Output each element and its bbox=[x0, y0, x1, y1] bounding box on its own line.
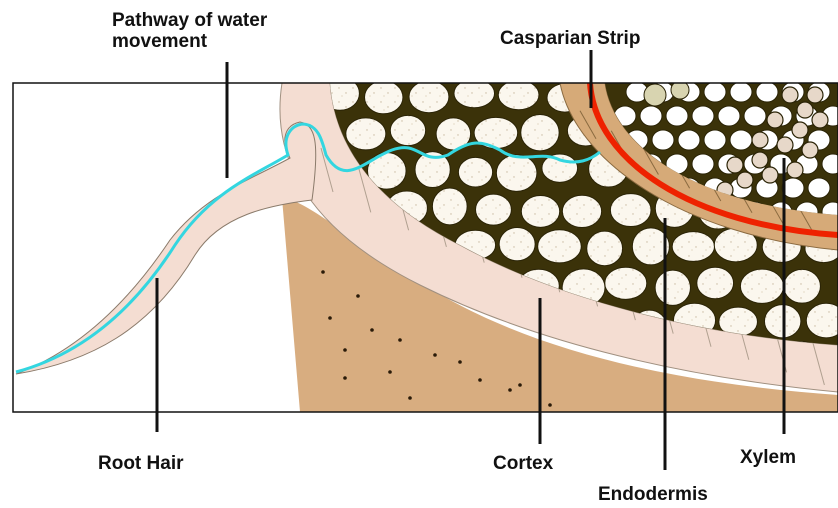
stele-cell bbox=[692, 106, 714, 126]
soil-particle bbox=[398, 338, 402, 342]
cortex-cell bbox=[587, 231, 623, 266]
xylem-vessel bbox=[737, 172, 753, 188]
xylem-vessel bbox=[782, 87, 798, 103]
cortex-cell bbox=[521, 196, 559, 228]
cortex-cell bbox=[496, 155, 537, 192]
soil-particle bbox=[548, 403, 552, 407]
soil-particle bbox=[321, 270, 325, 274]
xylem-vessel bbox=[812, 112, 828, 128]
soil-particle bbox=[408, 396, 412, 400]
soil-particle bbox=[458, 360, 462, 364]
cortex-cell bbox=[740, 269, 783, 303]
stele-cell bbox=[730, 130, 752, 150]
soil-particle bbox=[508, 388, 512, 392]
cortex-cell bbox=[476, 194, 512, 225]
cortex-cell bbox=[784, 269, 821, 303]
xylem-vessel bbox=[797, 102, 813, 118]
soil-particle bbox=[328, 316, 332, 320]
xylem-vessel bbox=[792, 122, 808, 138]
soil-particle bbox=[518, 383, 522, 387]
stele-cell bbox=[718, 106, 740, 126]
cortex-cell bbox=[538, 230, 582, 263]
xylem-vessel bbox=[807, 87, 823, 103]
xylem-vessel bbox=[762, 167, 778, 183]
cortex-cell bbox=[605, 267, 647, 299]
cortex-cell bbox=[432, 188, 467, 225]
cortex-cell bbox=[458, 157, 492, 187]
stele-cell bbox=[704, 82, 726, 102]
stele-cell bbox=[756, 82, 778, 102]
pathway-label-line2: movement bbox=[112, 31, 267, 52]
soil-particle bbox=[370, 328, 374, 332]
stele-cell bbox=[692, 154, 714, 174]
cortex-cell bbox=[499, 227, 535, 260]
xylem-vessel bbox=[787, 162, 803, 178]
xylem-vessel bbox=[727, 157, 743, 173]
pathway-label: Pathway of water movement bbox=[112, 10, 267, 52]
stele-cell bbox=[730, 82, 752, 102]
stele-cell bbox=[808, 178, 830, 198]
cortex-cell bbox=[672, 232, 714, 262]
cortex-cell bbox=[542, 154, 578, 182]
cortex-cell bbox=[655, 270, 690, 305]
casparian-strip-label: Casparian Strip bbox=[500, 28, 640, 49]
endodermis-label: Endodermis bbox=[598, 484, 708, 505]
soil-particle bbox=[433, 353, 437, 357]
cortex-cell bbox=[498, 80, 539, 110]
cortex-cell bbox=[697, 267, 734, 299]
xylem-vessel bbox=[777, 137, 793, 153]
stele-cell bbox=[704, 130, 726, 150]
root-hair-label: Root Hair bbox=[98, 453, 184, 474]
stele-cell bbox=[678, 130, 700, 150]
cortex-cell bbox=[346, 118, 386, 150]
stele-cell bbox=[744, 106, 766, 126]
stele-cell bbox=[666, 106, 688, 126]
xylem-label: Xylem bbox=[740, 447, 796, 468]
cortex-cell bbox=[562, 195, 601, 227]
soil-particle bbox=[388, 370, 392, 374]
xylem-vessel bbox=[752, 152, 768, 168]
cortex-cell bbox=[365, 81, 403, 114]
xylem-vessel bbox=[767, 112, 783, 128]
cortex-label: Cortex bbox=[493, 453, 553, 474]
cortex-cell bbox=[610, 194, 651, 227]
xylem-vessel bbox=[752, 132, 768, 148]
soil-particle bbox=[343, 376, 347, 380]
stele-cell bbox=[652, 130, 674, 150]
soil-particle bbox=[343, 348, 347, 352]
xylem-vessel bbox=[802, 142, 818, 158]
soil-particle bbox=[478, 378, 482, 382]
cortex-cell bbox=[390, 115, 425, 145]
cortex-cell bbox=[409, 81, 449, 113]
pathway-label-line1: Pathway of water bbox=[112, 10, 267, 31]
soil-particle bbox=[356, 294, 360, 298]
phloem-cell bbox=[644, 84, 666, 106]
cortex-cell bbox=[521, 114, 559, 150]
stele-cell bbox=[640, 106, 662, 126]
